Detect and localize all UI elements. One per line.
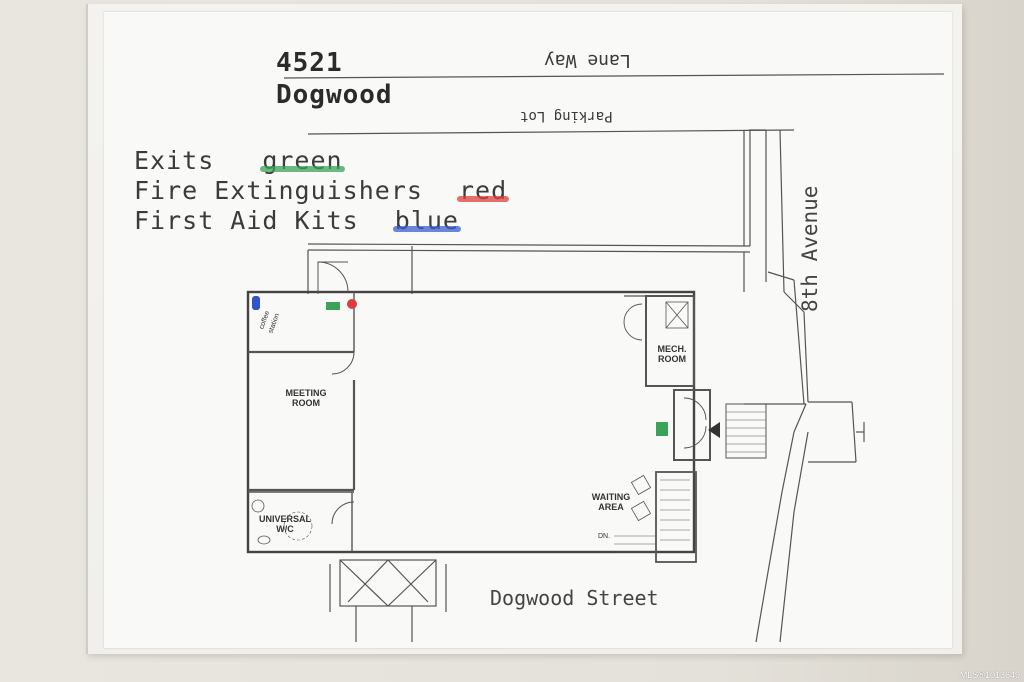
building-outline <box>246 290 696 554</box>
address-street: Dogwood <box>276 80 393 110</box>
mech-room-label: MECH. ROOM <box>657 344 687 364</box>
legend-first-aid-swatch: blue <box>392 206 461 235</box>
floor-plan-sheet: 4521 Dogwood Lane Way Parking Lot Exits … <box>104 12 952 648</box>
fire-extinguisher-marker <box>347 299 357 309</box>
first-aid-marker <box>252 296 260 310</box>
eighth-avenue-label: 8th Avenue <box>798 185 822 312</box>
legend-exits-swatch: green <box>260 146 345 175</box>
dogwood-street-label: Dogwood Street <box>490 586 659 610</box>
universal-wc-label: UNIVERSAL W/C <box>258 514 311 534</box>
entry-canopy <box>339 559 437 607</box>
legend-extinguishers-label: Fire Extinguishers <box>134 176 423 205</box>
safety-markers <box>252 296 668 436</box>
legend-first-aid: First Aid Kits blue <box>134 206 461 235</box>
legend-extinguishers: Fire Extinguishers red <box>134 176 510 205</box>
mls-watermark: MLS®1013649 <box>959 670 1020 680</box>
waiting-area-label: WAITING AREA <box>591 492 631 512</box>
lane-line <box>283 73 945 79</box>
legend-exits: Exits green <box>134 146 345 175</box>
exit-marker-rear <box>326 302 340 310</box>
legend-first-aid-label: First Aid Kits <box>134 206 359 235</box>
floor-plan-drawing <box>246 73 945 643</box>
stairs-down-label: DN. <box>598 533 611 540</box>
legend-exits-label: Exits <box>134 146 215 175</box>
address-number: 4521 <box>276 48 343 78</box>
parking-line <box>307 129 795 135</box>
exit-marker-front <box>656 422 668 436</box>
meeting-room-label: MEETING ROOM <box>285 388 327 408</box>
legend-extinguishers-swatch: red <box>457 176 510 205</box>
